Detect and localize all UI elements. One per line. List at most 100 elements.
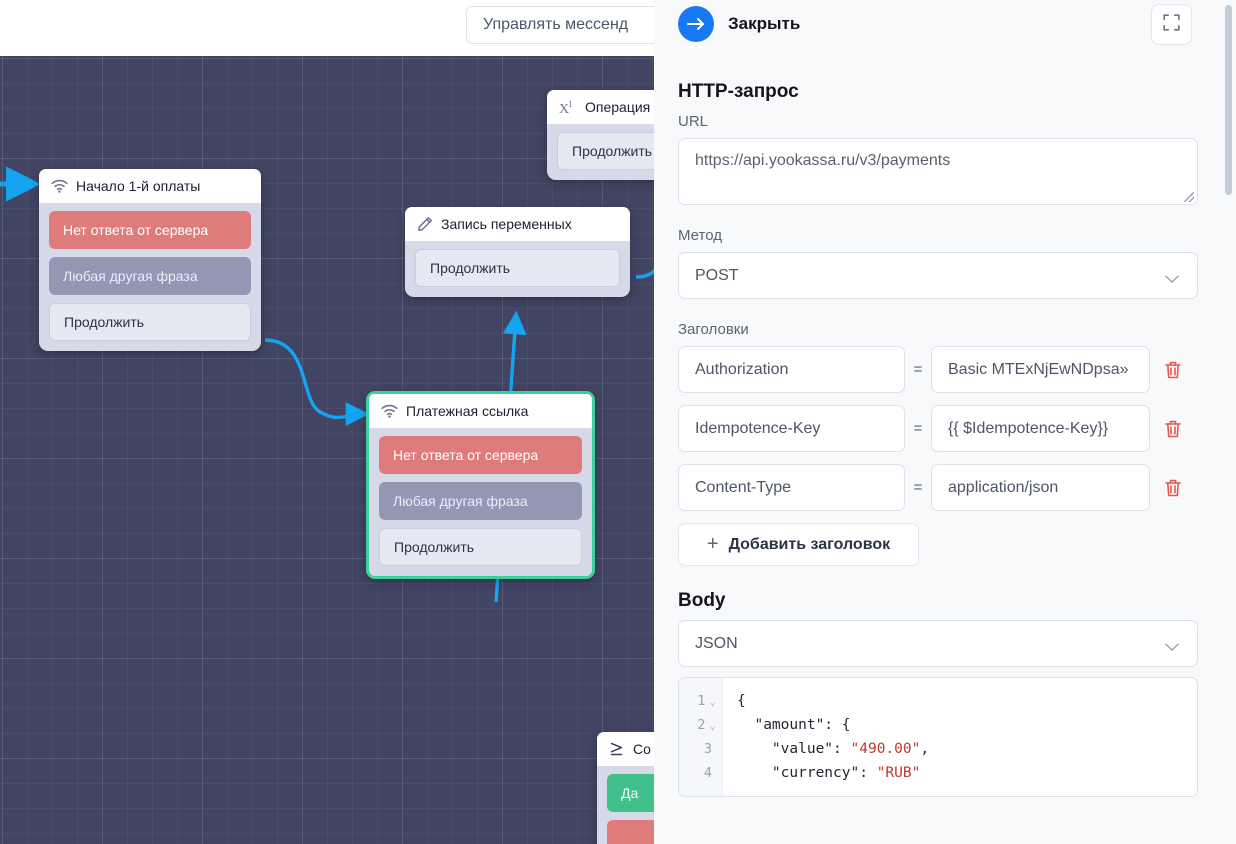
- add-header-label: Добавить заголовок: [728, 535, 891, 553]
- headers-label: Заголовки: [678, 321, 749, 338]
- fullscreen-icon: [1163, 13, 1180, 36]
- greater-equal-icon: [609, 741, 625, 757]
- method-label: Метод: [678, 227, 722, 244]
- flow-node-ports: Продолжить: [405, 241, 630, 297]
- flow-node-header: Начало 1-й оплаты: [39, 169, 261, 203]
- plus-icon: +: [706, 533, 719, 555]
- flow-node-title: Платежная ссылка: [406, 403, 529, 419]
- panel-header: Закрыть: [654, 0, 1236, 47]
- code-content[interactable]: { "amount": { "value": "490.00", "curren…: [723, 678, 1197, 796]
- line-number: 3: [703, 741, 712, 757]
- equals-sign: =: [913, 479, 923, 496]
- code-line: "currency": "RUB": [737, 765, 921, 781]
- port-row-continue[interactable]: Продолжить: [379, 528, 582, 566]
- line-number: 4: [703, 765, 712, 781]
- svg-text:1: 1: [568, 100, 573, 109]
- variable-x1-icon: X 1: [559, 100, 577, 115]
- flow-canvas[interactable]: Начало 1-й оплаты Нет ответа от сервера …: [0, 56, 654, 844]
- code-line: "value": "490.00",: [737, 741, 930, 757]
- port-row-any-other-phrase[interactable]: Любая другая фраза: [49, 257, 251, 295]
- flow-node-ports: Продолжить: [547, 124, 654, 180]
- flow-node-header: X 1 Операция: [547, 90, 654, 124]
- port-row-no[interactable]: [607, 820, 654, 844]
- flow-node-condition[interactable]: Сo Да: [597, 732, 654, 844]
- flow-node-ports: Нет ответа от сервера Любая другая фраза…: [369, 428, 592, 576]
- flow-node-header: Запись переменных: [405, 207, 630, 241]
- delete-header-button[interactable]: [1162, 358, 1184, 382]
- header-key-input[interactable]: Content-Type: [678, 464, 905, 511]
- code-line: {: [737, 693, 746, 709]
- port-stub: [619, 266, 620, 269]
- fullscreen-button[interactable]: [1151, 4, 1192, 45]
- method-select[interactable]: POST: [678, 252, 1198, 299]
- delete-header-button[interactable]: [1162, 476, 1184, 500]
- svg-text:X: X: [559, 102, 569, 115]
- port-label: Любая другая фраза: [63, 268, 198, 284]
- fold-chevron-icon: ⌄: [709, 694, 716, 708]
- header-row: Content-Type = application/json: [678, 464, 1196, 511]
- flow-node-nachalo-1-oplaty[interactable]: Начало 1-й оплаты Нет ответа от сервера …: [39, 169, 261, 351]
- body-label: Body: [678, 590, 726, 611]
- flow-node-zapis-peremennyh[interactable]: Запись переменных Продолжить: [405, 207, 630, 297]
- close-button[interactable]: Закрыть: [678, 6, 800, 42]
- flow-node-ports: Нет ответа от сервера Любая другая фраза…: [39, 203, 261, 351]
- port-row-no-server-response[interactable]: Нет ответа от сервера: [379, 436, 582, 474]
- port-row-yes[interactable]: Да: [607, 774, 654, 812]
- top-bar: Управлять мессенд: [0, 0, 666, 56]
- port-stub: [250, 320, 251, 323]
- line-number: 2⌄: [697, 717, 716, 733]
- close-button-label: Закрыть: [728, 14, 801, 33]
- port-label: Продолжить: [572, 143, 653, 159]
- flow-node-ports: Да: [597, 766, 654, 844]
- port-label: Да: [621, 785, 639, 801]
- add-header-button[interactable]: + Добавить заголовок: [678, 523, 919, 566]
- chevron-down-icon: [1165, 639, 1179, 657]
- port-row-any-other-phrase[interactable]: Любая другая фраза: [379, 482, 582, 520]
- flow-node-header: Платежная ссылка: [369, 394, 592, 428]
- header-row: Authorization = Basic MTExNjEwNDpsa»: [678, 346, 1196, 393]
- panel-scrollbar-thumb[interactable]: [1225, 5, 1232, 195]
- port-label: Продолжить: [430, 260, 511, 276]
- body-format-select[interactable]: JSON: [678, 620, 1198, 667]
- header-value-input[interactable]: {{ $Idempotence-Key}}: [931, 405, 1150, 452]
- pencil-icon: [417, 216, 433, 232]
- fold-chevron-icon: ⌄: [709, 718, 716, 732]
- flow-node-title: Запись переменных: [441, 216, 572, 232]
- section-title: HTTP-запрос: [678, 81, 799, 102]
- port-stub: [581, 545, 582, 548]
- equals-sign: =: [913, 420, 923, 437]
- line-number: 1⌄: [697, 693, 716, 709]
- header-key-input[interactable]: Idempotence-Key: [678, 405, 905, 452]
- flow-node-platezhnaya-ssylka[interactable]: Платежная ссылка Нет ответа от сервера Л…: [366, 391, 595, 579]
- wifi-icon: [51, 179, 68, 193]
- port-label: Нет ответа от сервера: [63, 222, 209, 238]
- header-value-input[interactable]: application/json: [931, 464, 1150, 511]
- delete-header-button[interactable]: [1162, 417, 1184, 441]
- port-row-continue[interactable]: Продолжить: [49, 303, 251, 341]
- http-request-panel: Закрыть HTTP-запрос URL https://api.yook…: [654, 0, 1236, 844]
- port-label: Продолжить: [64, 314, 145, 330]
- body-format-value: JSON: [695, 634, 738, 652]
- url-label: URL: [678, 113, 709, 130]
- code-line: "amount": {: [737, 717, 851, 733]
- port-row-continue[interactable]: Продолжить: [557, 132, 654, 170]
- arrow-right-icon: [678, 6, 714, 42]
- header-row: Idempotence-Key = {{ $Idempotence-Key}}: [678, 405, 1196, 452]
- flow-node-title: Сo: [633, 741, 651, 757]
- body-code-editor[interactable]: 1⌄ 2⌄ 3 4 { "amount": { "value": "490.00…: [678, 677, 1198, 797]
- port-row-continue[interactable]: Продолжить: [415, 249, 620, 287]
- flow-node-title: Операция: [585, 99, 651, 115]
- url-input[interactable]: https://api.yookassa.ru/v3/payments: [678, 138, 1198, 205]
- resize-handle[interactable]: [1184, 192, 1194, 202]
- header-value-input[interactable]: Basic MTExNjEwNDpsa»: [931, 346, 1150, 393]
- flow-node-operaciya[interactable]: X 1 Операция Продолжить: [547, 90, 654, 180]
- method-value: POST: [695, 266, 739, 284]
- header-key-input[interactable]: Authorization: [678, 346, 905, 393]
- manage-messengers-button[interactable]: Управлять мессенд: [466, 6, 666, 44]
- line-number-gutter: 1⌄ 2⌄ 3 4: [679, 678, 723, 796]
- port-label: Продолжить: [394, 539, 475, 555]
- port-row-no-server-response[interactable]: Нет ответа от сервера: [49, 211, 251, 249]
- flow-node-title: Начало 1-й оплаты: [76, 178, 201, 194]
- chevron-down-icon: [1165, 271, 1179, 289]
- port-label: Любая другая фраза: [393, 493, 528, 509]
